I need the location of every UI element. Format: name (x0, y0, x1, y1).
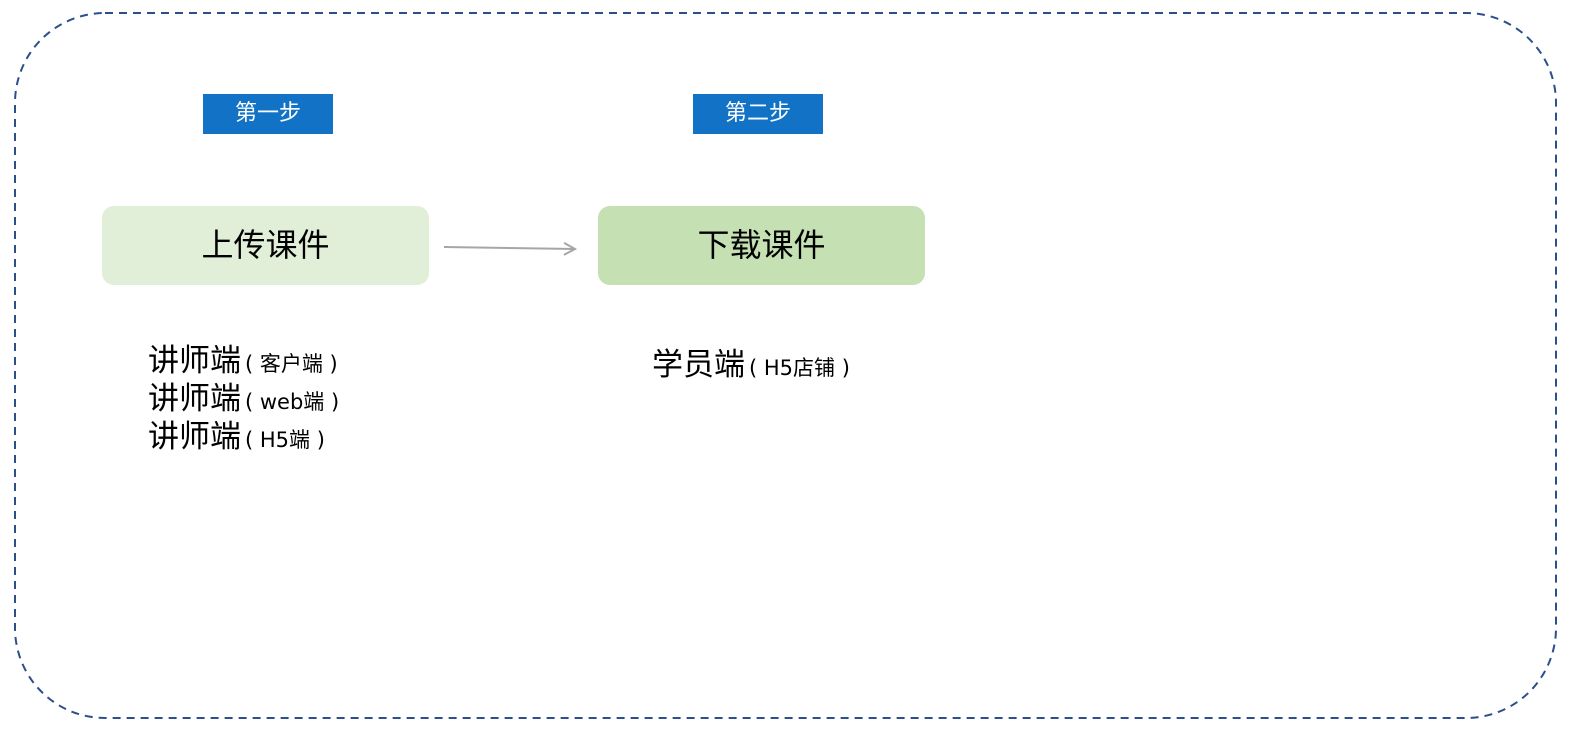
step-2-tag: 第二步 (693, 94, 823, 134)
role-name: 讲师端 (148, 343, 241, 379)
download-courseware-node: 下载课件 (598, 206, 925, 285)
role-name: 讲师端 (148, 419, 241, 455)
flow-arrow (443, 247, 575, 249)
role-item: 学员端( H5店铺 ) (652, 346, 850, 384)
role-note: ( H5端 ) (245, 428, 325, 452)
role-item: 讲师端( 客户端 ) (148, 342, 339, 380)
role-name: 讲师端 (148, 381, 241, 417)
step-1-tag: 第一步 (203, 94, 333, 134)
download-role-list: 学员端( H5店铺 ) (652, 346, 850, 384)
role-name: 学员端 (652, 347, 745, 383)
role-item: 讲师端( web端 ) (148, 380, 339, 418)
role-note: ( web端 ) (245, 390, 340, 414)
dashed-boundary (14, 12, 1557, 719)
role-note: ( H5店铺 ) (749, 356, 850, 380)
role-item: 讲师端( H5端 ) (148, 418, 339, 456)
upload-courseware-node: 上传课件 (102, 206, 429, 285)
role-note: ( 客户端 ) (245, 352, 338, 376)
upload-role-list: 讲师端( 客户端 ) 讲师端( web端 ) 讲师端( H5端 ) (148, 342, 339, 456)
